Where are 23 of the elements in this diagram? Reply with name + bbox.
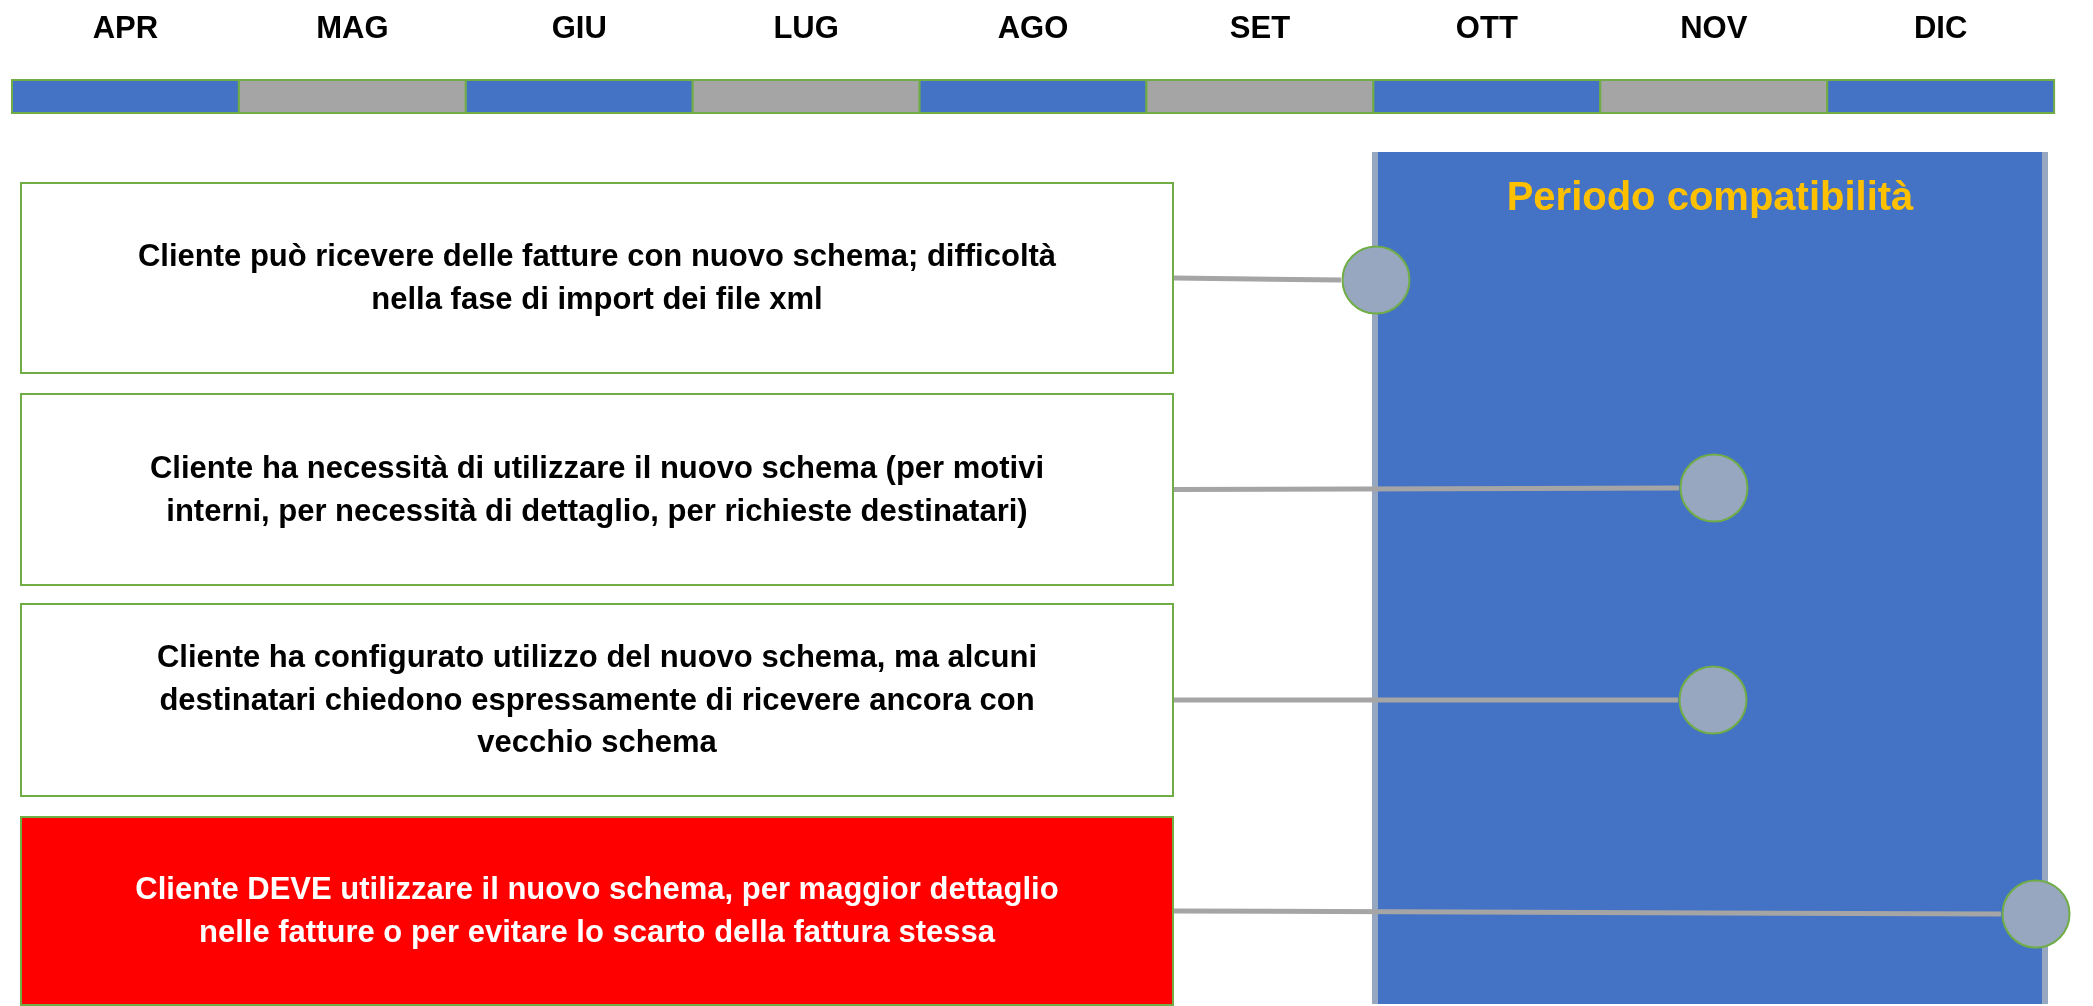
circle-marker (1341, 245, 1411, 315)
connector-line (1173, 275, 1342, 283)
connector-line (1174, 697, 1678, 703)
text-box: Cliente può ricevere delle fatture con nuovo schema; difficoltà nella fase di import dei file xml (20, 182, 1174, 374)
text-box: Cliente ha necessità di utilizzare il nuovo schema (per motivi interni, per necessità di dettaglio, per richieste destinatari) (20, 393, 1174, 586)
month-label: MAG (316, 10, 389, 46)
month-label: GIU (551, 10, 607, 46)
circle-marker (1679, 453, 1749, 523)
period-panel (1372, 152, 2048, 1004)
circle-marker (2001, 879, 2071, 949)
connector-line (1174, 908, 2001, 917)
month-label: OTT (1455, 10, 1518, 46)
panel-title: Periodo compatibilità (1505, 174, 1915, 219)
text-box: Cliente ha configurato utilizzo del nuovo schema, ma alcuni destinatari chiedono espressamente di ricevere ancora con vecchio schema (20, 603, 1174, 797)
month-label: AGO (997, 10, 1069, 46)
circle-marker (1678, 665, 1748, 735)
month-label: LUG (773, 10, 839, 46)
connector-line (1174, 485, 1679, 492)
month-label: SET (1229, 10, 1291, 46)
month-label: NOV (1680, 10, 1748, 46)
month-label: DIC (1913, 10, 1968, 46)
month-label: APR (92, 10, 159, 46)
alert-box: Cliente DEVE utilizzare il nuovo schema, per maggior dettaglio nelle fatture o per evitare lo scarto della fattura stessa (20, 816, 1174, 1006)
